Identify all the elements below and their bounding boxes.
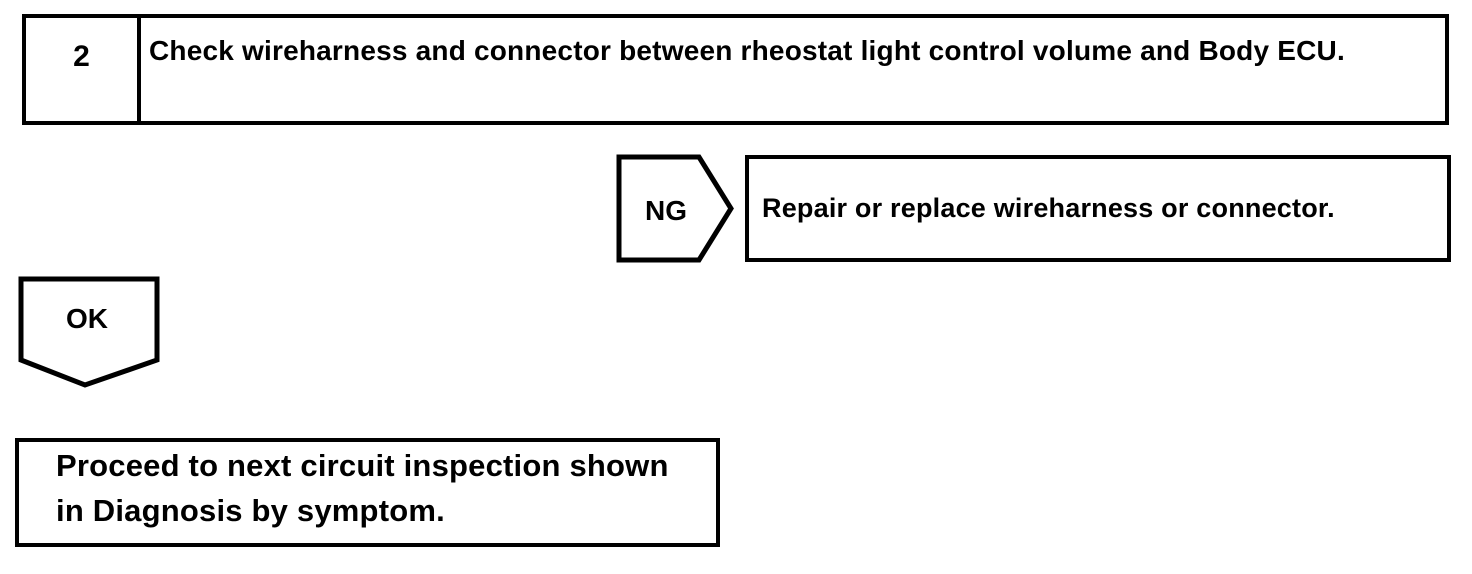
ok-action-text: Proceed to next circuit inspection shown… — [56, 448, 669, 528]
ng-action-text: Repair or replace wireharness or connect… — [762, 193, 1335, 223]
step-instruction: Check wireharness and connector between … — [149, 35, 1345, 66]
ok-action-box: Proceed to next circuit inspection shown… — [15, 438, 720, 547]
step-box: 2 Check wireharness and connector betwee… — [22, 14, 1449, 125]
ng-label: NG — [645, 195, 687, 226]
ok-connector: OK — [16, 274, 162, 390]
ng-action-box: Repair or replace wireharness or connect… — [745, 155, 1451, 262]
ng-connector: NG — [614, 152, 736, 265]
ok-label: OK — [66, 303, 108, 334]
ng-pentagon-right-arrow-icon — [616, 154, 734, 263]
ok-pentagon-down-arrow-icon — [18, 276, 160, 388]
step-number: 2 — [26, 18, 141, 121]
